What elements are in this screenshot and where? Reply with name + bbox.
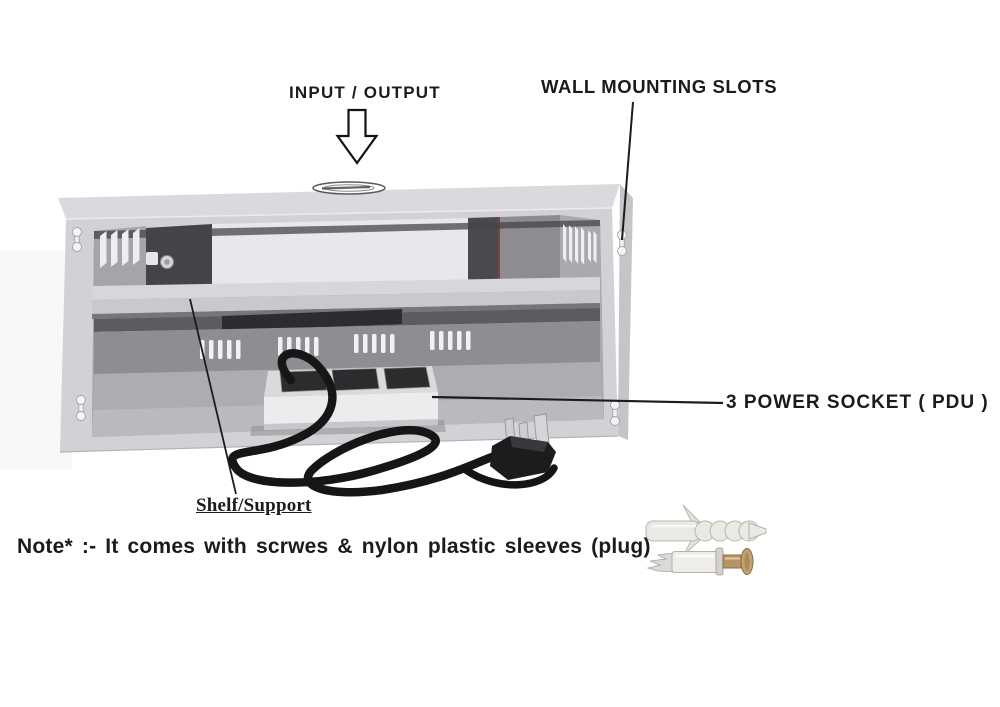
screw-and-plug-graphic [645, 504, 767, 576]
power-plug [490, 413, 556, 480]
shelf-top [92, 277, 600, 300]
keyhole-slot-left-top [72, 227, 82, 252]
top-inner-shadow [94, 220, 600, 239]
hole-shadow-line [321, 185, 371, 190]
plug-body-facet [510, 436, 548, 452]
pdu [250, 366, 446, 436]
cabinet-interior [92, 215, 604, 437]
keyhole-slot-left-bottom [76, 395, 86, 421]
keyhole-slot-right-top [617, 230, 627, 256]
shelf-under-shadow [92, 303, 600, 319]
left-wall-vents-upper [100, 228, 140, 268]
cabinet [58, 181, 633, 453]
bolt-center [164, 259, 170, 265]
screw-collar [715, 547, 724, 576]
screw-head-center [744, 552, 750, 571]
cable-wrap-front [462, 464, 558, 489]
input-output-label: INPUT / OUTPUT [289, 83, 441, 102]
shelf-support-label: Shelf/Support [196, 495, 312, 516]
upper-back-panel [212, 218, 468, 286]
front-lip-highlight [65, 207, 613, 220]
down-arrow-icon [335, 108, 379, 165]
power-socket-label: 3 POWER SOCKET ( PDU ) [726, 392, 989, 413]
lower-back-wall [94, 321, 600, 374]
note-label: Note* :- It comes with scrwes & nylon pl… [17, 535, 651, 558]
cable-coil [228, 349, 497, 497]
upper-right-mid-panel [500, 215, 560, 280]
pdu-sockets [279, 366, 431, 393]
cable-entry-hole [312, 181, 386, 195]
shelf [92, 277, 600, 319]
socket-3 [383, 366, 431, 390]
shelf-front [92, 290, 600, 314]
pdu-front-shade [264, 419, 438, 430]
shelf-pointer-line [189, 298, 237, 495]
sleeve-tip [748, 522, 767, 540]
upper-left-dark-gap [146, 224, 212, 291]
cage-nut [146, 252, 158, 265]
sleeve-body [645, 520, 701, 542]
keyhole-slot-right-bottom [610, 400, 620, 426]
sleeve-wing-top [682, 504, 701, 524]
screw-in-plug [646, 547, 754, 576]
nylon-sleeve [645, 504, 767, 557]
wall-slots-pointer-line [621, 101, 634, 241]
pdu-pointer-line [431, 395, 724, 405]
plug-smooth-body [671, 551, 719, 573]
right-wall-vents-upper [563, 224, 597, 265]
wall-mounting-slots-label: WALL MOUNTING SLOTS [541, 76, 778, 97]
upper-right-dark-strip [468, 217, 498, 281]
wall-mount-keyhole-slots [72, 227, 627, 426]
under-shelf-darkest [222, 309, 402, 331]
screw-shank [722, 554, 742, 569]
socket-2 [331, 368, 380, 391]
photo-background-wash [0, 250, 72, 470]
power-cable [228, 349, 558, 497]
annotation-pointers [189, 101, 724, 495]
plug-serrated-tip [646, 552, 675, 573]
